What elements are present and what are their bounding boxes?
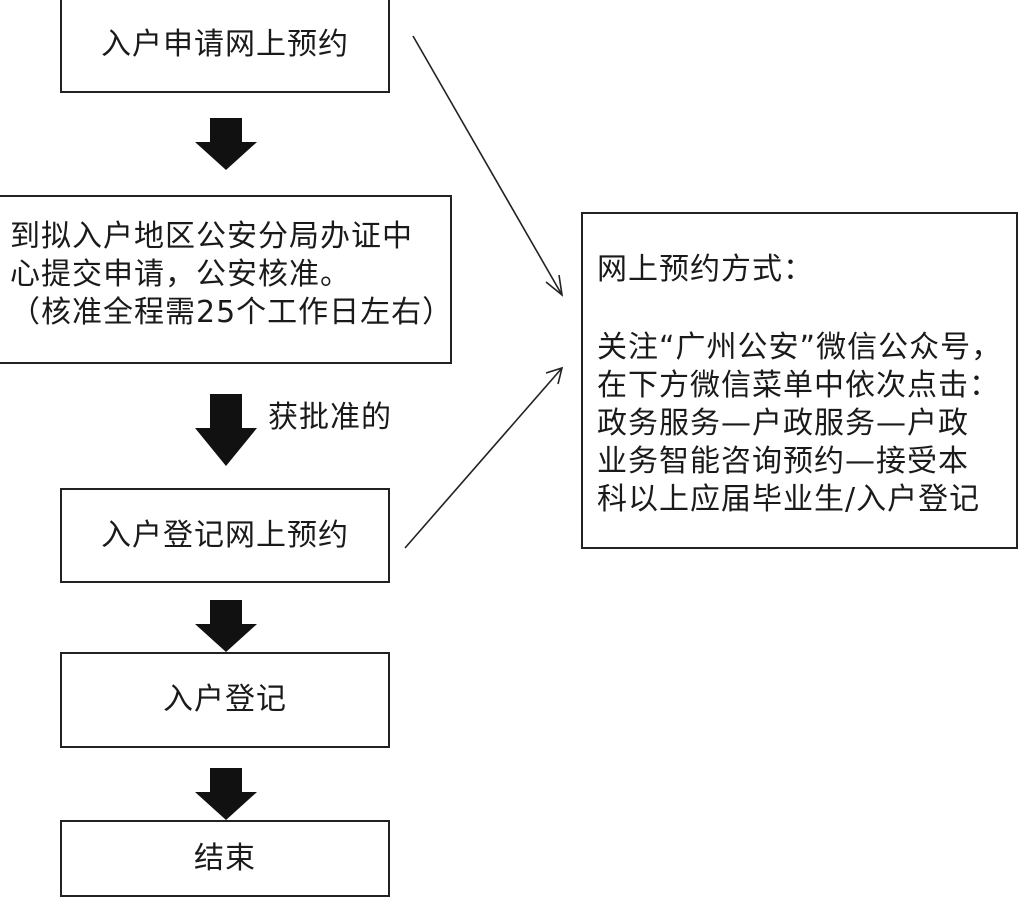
online-booking-method-note: 网上预约方式： 关注“广州公安”微信公众号， 在下方微信菜单中依次点击： 政务服…: [581, 212, 1018, 549]
note-line-2: 在下方微信菜单中依次点击：: [597, 368, 1000, 403]
step-end-box: 结束: [60, 820, 390, 897]
diagonal-connector-top: [412, 35, 563, 296]
note-line-1: 关注“广州公安”微信公众号，: [597, 330, 1003, 365]
diagonal-arrowhead-bottom: [545, 366, 564, 385]
step-online-booking-text: 入户申请网上预约: [101, 26, 349, 62]
note-line-4: 业务智能咨询预约—接受本: [597, 444, 969, 479]
down-arrow-4: [195, 768, 257, 820]
down-arrow-2: [195, 394, 257, 466]
note-line-5: 科以上应届毕业生/入户登记: [597, 482, 981, 517]
step-registration-booking-box: 入户登记网上预约: [60, 488, 390, 583]
step-submit-line-3: （核准全程需25个工作日左右）: [10, 295, 454, 330]
step-online-booking-box: 入户申请网上预约: [60, 0, 390, 93]
approved-label: 获批准的: [268, 400, 392, 435]
diagonal-arrowhead-top: [545, 274, 564, 297]
step-registration-box: 入户登记: [60, 652, 390, 748]
note-title: 网上预约方式：: [597, 252, 814, 287]
note-line-3: 政务服务—户政服务—户政: [597, 406, 969, 441]
diagonal-connector-bottom: [404, 367, 563, 549]
down-arrow-1: [195, 118, 257, 170]
step-registration-text: 入户登记: [163, 682, 287, 717]
step-registration-booking-text: 入户登记网上预约: [101, 517, 349, 553]
step-submit-line-2: 心提交申请，公安核准。: [10, 257, 351, 292]
step-end-text: 结束: [194, 840, 256, 876]
step-submit-application-box: 到拟入户地区公安分局办证中 心提交申请，公安核准。 （核准全程需25个工作日左右…: [0, 195, 452, 364]
down-arrow-3: [195, 600, 257, 652]
step-submit-line-1: 到拟入户地区公安分局办证中: [10, 219, 413, 254]
